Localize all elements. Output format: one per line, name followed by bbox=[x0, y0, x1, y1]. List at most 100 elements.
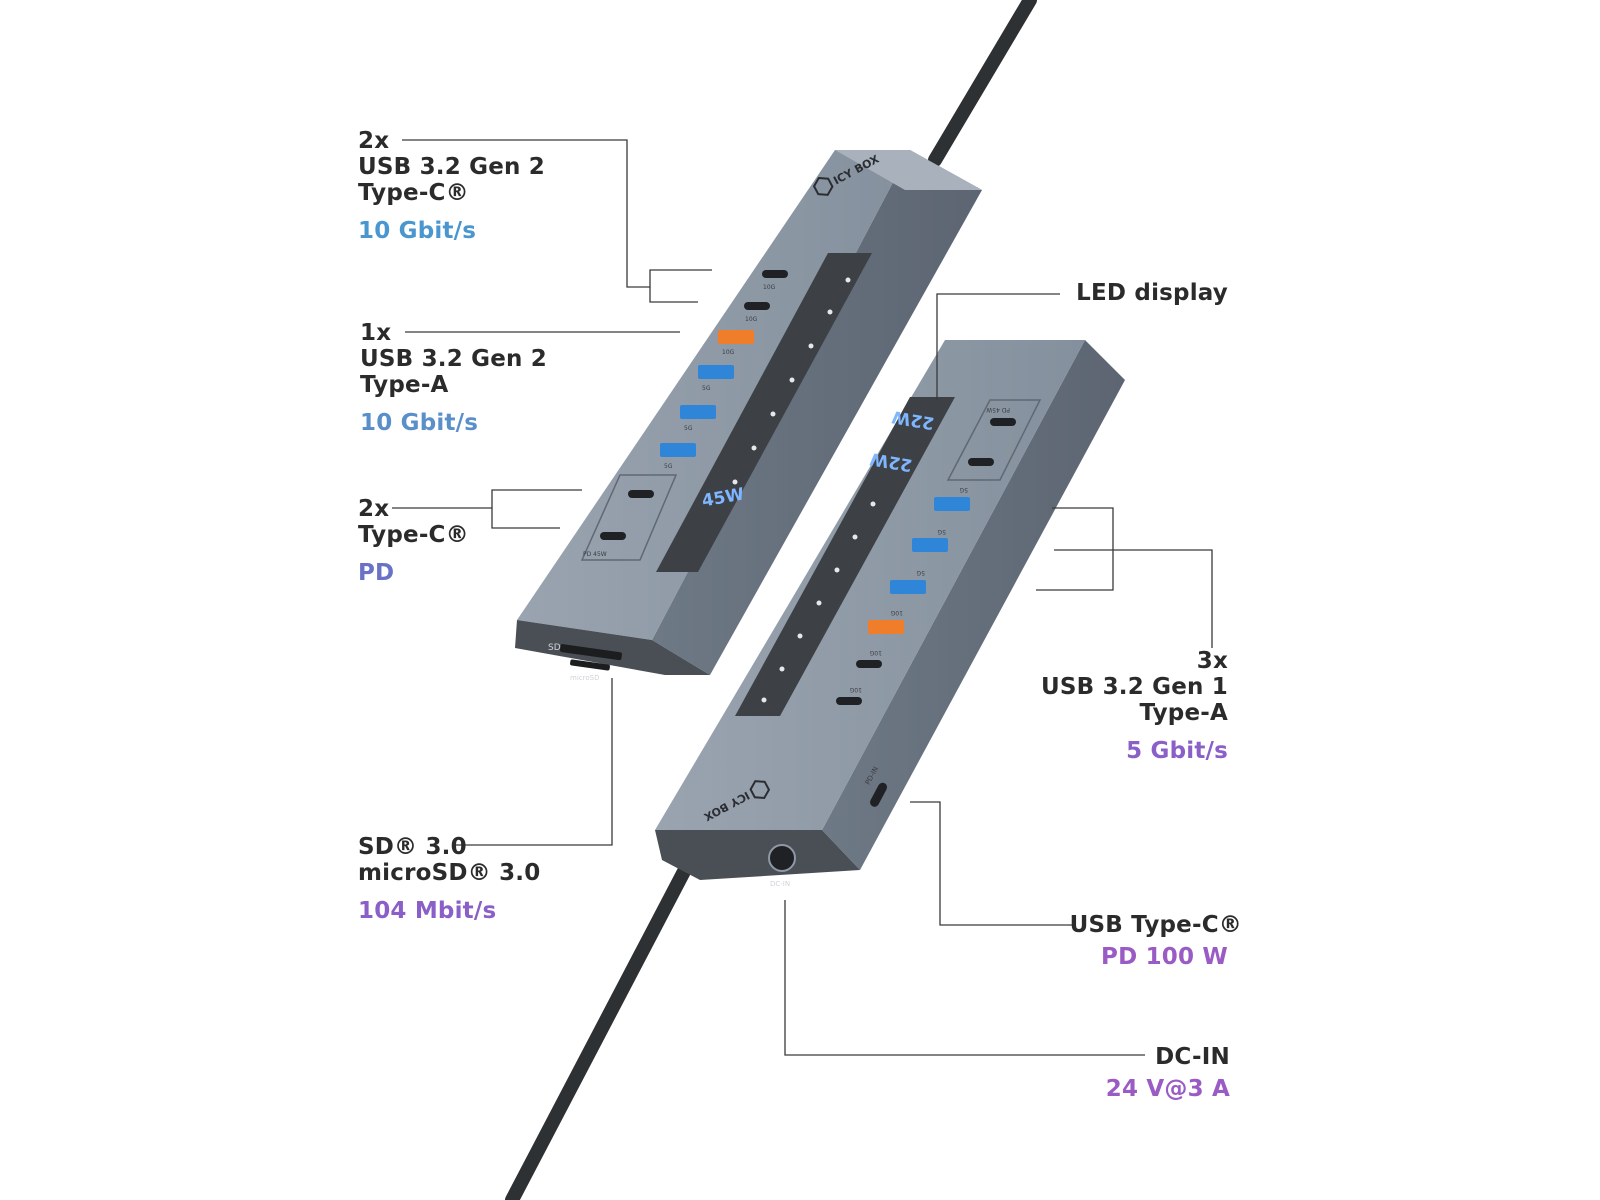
callout-type-a-gen2: 1x USB 3.2 Gen 2 Type-A 10 Gbit/s bbox=[360, 320, 547, 436]
leader-line-led-display bbox=[936, 293, 1060, 400]
left-hub-top-face bbox=[517, 150, 910, 640]
usb-a-port-blue bbox=[660, 443, 696, 457]
sd-slot-label: SD bbox=[548, 643, 561, 653]
left-hub-led-panel bbox=[656, 253, 872, 572]
right-hub: DC-IN PD-IN ICY BOX 22W 22W PD 45W bbox=[655, 340, 1125, 888]
leader-line-type-a-gen1 bbox=[1036, 507, 1114, 591]
port-label: 5G bbox=[959, 486, 968, 493]
callout-subtitle: Type-C® bbox=[358, 180, 469, 206]
callout-title: USB 3.2 Gen 1 bbox=[1041, 674, 1228, 700]
leader-lines bbox=[392, 139, 1213, 1056]
callout-dc-in: DC-IN 24 V@3 A bbox=[1106, 1044, 1230, 1102]
port-label: PD 45W bbox=[583, 551, 607, 558]
usb-c-pd-port bbox=[968, 458, 994, 466]
usb-c-pd-port bbox=[628, 490, 654, 498]
left-hub-front-face bbox=[835, 150, 982, 190]
leader-line-card-reader bbox=[455, 678, 613, 846]
right-hub-end-face bbox=[655, 830, 860, 880]
leader-line-type-c-gen2-b bbox=[649, 287, 698, 303]
usb-c-port bbox=[762, 270, 788, 278]
callout-speed: PD bbox=[358, 560, 395, 586]
callout-speed: 10 Gbit/s bbox=[360, 410, 479, 436]
callout-count: 2x bbox=[358, 128, 390, 154]
port-label: 10G bbox=[849, 686, 862, 693]
callout-count: 2x bbox=[358, 496, 390, 522]
left-hub-indicator-dots bbox=[732, 277, 851, 485]
port-label: 5G bbox=[664, 463, 673, 470]
usb-c-port bbox=[836, 697, 862, 705]
usb-a-port-blue bbox=[912, 538, 948, 552]
usb-a-port-blue bbox=[680, 405, 716, 419]
port-label: 10G bbox=[890, 609, 903, 616]
usb-c-pd-port bbox=[990, 418, 1016, 426]
leader-line-type-c-pd-b bbox=[491, 508, 560, 529]
left-hub-ports: 10G 10G 10G 5G 5G 5G PD 45W bbox=[580, 270, 788, 561]
callout-title: SD® 3.0 bbox=[358, 834, 467, 860]
callout-type-a-gen1: 3x USB 3.2 Gen 1 Type-A 5 Gbit/s bbox=[1041, 648, 1228, 764]
callout-speed: 5 Gbit/s bbox=[1126, 738, 1228, 764]
port-label: 10G bbox=[722, 349, 735, 356]
port-label: 5G bbox=[702, 385, 711, 392]
right-hub-ports: PD 45W 5G 5G 5G 10G 10G 10G bbox=[836, 399, 1042, 705]
top-cable bbox=[928, 0, 1037, 167]
callout-title: LED display bbox=[1076, 280, 1228, 306]
callout-title: USB Type-C® bbox=[1069, 912, 1242, 938]
port-label: PD 45W bbox=[986, 406, 1010, 413]
port-label: 5G bbox=[937, 528, 946, 535]
pd-port-frame bbox=[946, 399, 1042, 481]
cube-icon bbox=[749, 780, 771, 799]
cube-icon bbox=[812, 177, 834, 196]
leader-line-dc-in bbox=[784, 900, 1145, 1056]
leader-line-type-a-gen1-b bbox=[1054, 549, 1213, 648]
callout-title: DC-IN bbox=[1155, 1044, 1230, 1070]
right-hub-indicator-dots bbox=[761, 501, 876, 703]
leader-line-type-c-gen2 bbox=[402, 139, 712, 288]
usb-a-port-blue bbox=[698, 365, 734, 379]
callout-title: USB 3.2 Gen 2 bbox=[360, 346, 547, 372]
callout-speed: PD 100 W bbox=[1101, 944, 1228, 970]
dc-in-jack-label: DC-IN bbox=[770, 880, 790, 888]
port-label: 5G bbox=[916, 569, 925, 576]
callout-speed: 24 V@3 A bbox=[1105, 1076, 1230, 1102]
port-label: 10G bbox=[869, 649, 882, 656]
pd-port-frame bbox=[580, 474, 678, 561]
usb-a-port-blue bbox=[934, 497, 970, 511]
left-hub: SD microSD ICY BOX 45W 10G 10G 10G bbox=[515, 150, 982, 682]
callout-title: USB 3.2 Gen 2 bbox=[358, 154, 545, 180]
port-label: 10G bbox=[745, 316, 758, 323]
callout-type-c-pd: 2x Type-C® PD bbox=[358, 496, 469, 586]
microsd-slot bbox=[570, 659, 610, 671]
usb-a-port-blue bbox=[890, 580, 926, 594]
callout-count: 1x bbox=[360, 320, 392, 346]
callout-usb-c-pd-in: USB Type-C® PD 100 W bbox=[1070, 912, 1242, 970]
left-hub-side bbox=[652, 150, 982, 675]
left-hub-end-face bbox=[515, 620, 710, 675]
usb-a-port-orange bbox=[718, 330, 754, 344]
port-label: 5G bbox=[684, 425, 693, 432]
bottom-cable bbox=[505, 853, 697, 1200]
dc-in-jack bbox=[768, 844, 796, 872]
callout-speed: 104 Mbit/s bbox=[358, 898, 497, 924]
usb-a-port-orange bbox=[868, 620, 904, 634]
callout-type-c-gen2: 2x USB 3.2 Gen 2 Type-C® 10 Gbit/s bbox=[358, 128, 545, 244]
usb-c-pd-port bbox=[600, 532, 626, 540]
leader-line-type-c-pd bbox=[392, 489, 582, 509]
sd-slot bbox=[559, 644, 622, 661]
leader-line-usb-c-pd-in bbox=[910, 801, 1075, 926]
callout-subtitle: Type-A bbox=[360, 372, 449, 398]
callout-title: Type-C® bbox=[358, 522, 469, 548]
callout-led-display: LED display bbox=[1076, 280, 1228, 306]
usb-c-port bbox=[856, 660, 882, 668]
callout-card-reader: SD® 3.0 microSD® 3.0 104 Mbit/s bbox=[358, 834, 540, 924]
right-hub-side bbox=[822, 340, 1125, 870]
callout-count: 3x bbox=[1196, 648, 1228, 674]
callout-subtitle: Type-A bbox=[1139, 700, 1228, 726]
right-hub-led-panel bbox=[735, 397, 955, 716]
callout-subtitle: microSD® 3.0 bbox=[358, 860, 541, 886]
microsd-slot-label: microSD bbox=[570, 674, 599, 682]
callout-speed: 10 Gbit/s bbox=[358, 218, 477, 244]
port-label: 10G bbox=[763, 284, 776, 291]
usb-c-port bbox=[744, 302, 770, 310]
